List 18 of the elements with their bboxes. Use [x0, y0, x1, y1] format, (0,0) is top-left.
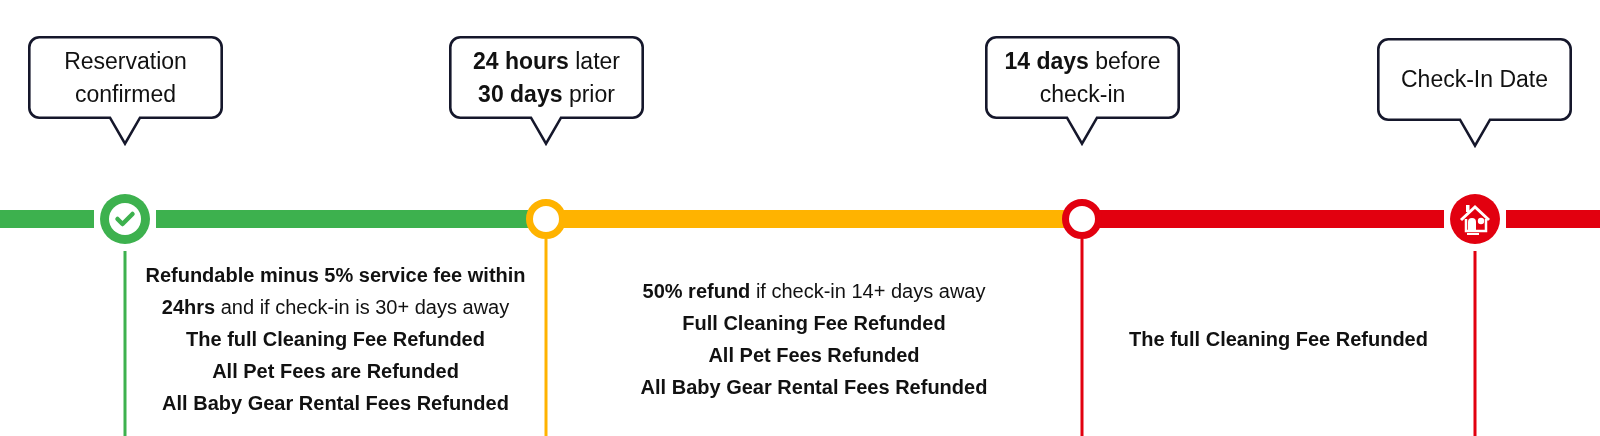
speech-bubble — [1377, 38, 1572, 147]
callout-text: 30 days prior — [478, 79, 615, 109]
note-text: All Pet Fees are Refunded — [212, 359, 459, 384]
speech-bubble — [28, 36, 223, 145]
callout-text: Reservation confirmed — [63, 47, 188, 109]
speech-bubble — [449, 36, 644, 145]
note-text: The full Cleaning Fee Refunded — [186, 327, 485, 352]
callout-text: 14 days before check-in — [1003, 47, 1162, 109]
speech-bubble — [985, 36, 1180, 145]
callout-text: 24 hours later — [473, 47, 620, 76]
note-text: Full Cleaning Fee Refunded — [682, 311, 946, 336]
note-text: All Baby Gear Rental Fees Refunded — [162, 391, 509, 416]
note-text: 50% refund if check-in 14+ days away — [642, 279, 986, 304]
note-text: All Pet Fees Refunded — [708, 343, 920, 368]
note-text: The full Cleaning Fee Refunded — [1129, 327, 1428, 352]
callout-text: Check-In Date — [1401, 65, 1548, 95]
note-text: All Baby Gear Rental Fees Refunded — [640, 375, 988, 400]
note-text: Refundable minus 5% service fee within 24hrs and if check-in is 30+ days away — [144, 263, 527, 320]
